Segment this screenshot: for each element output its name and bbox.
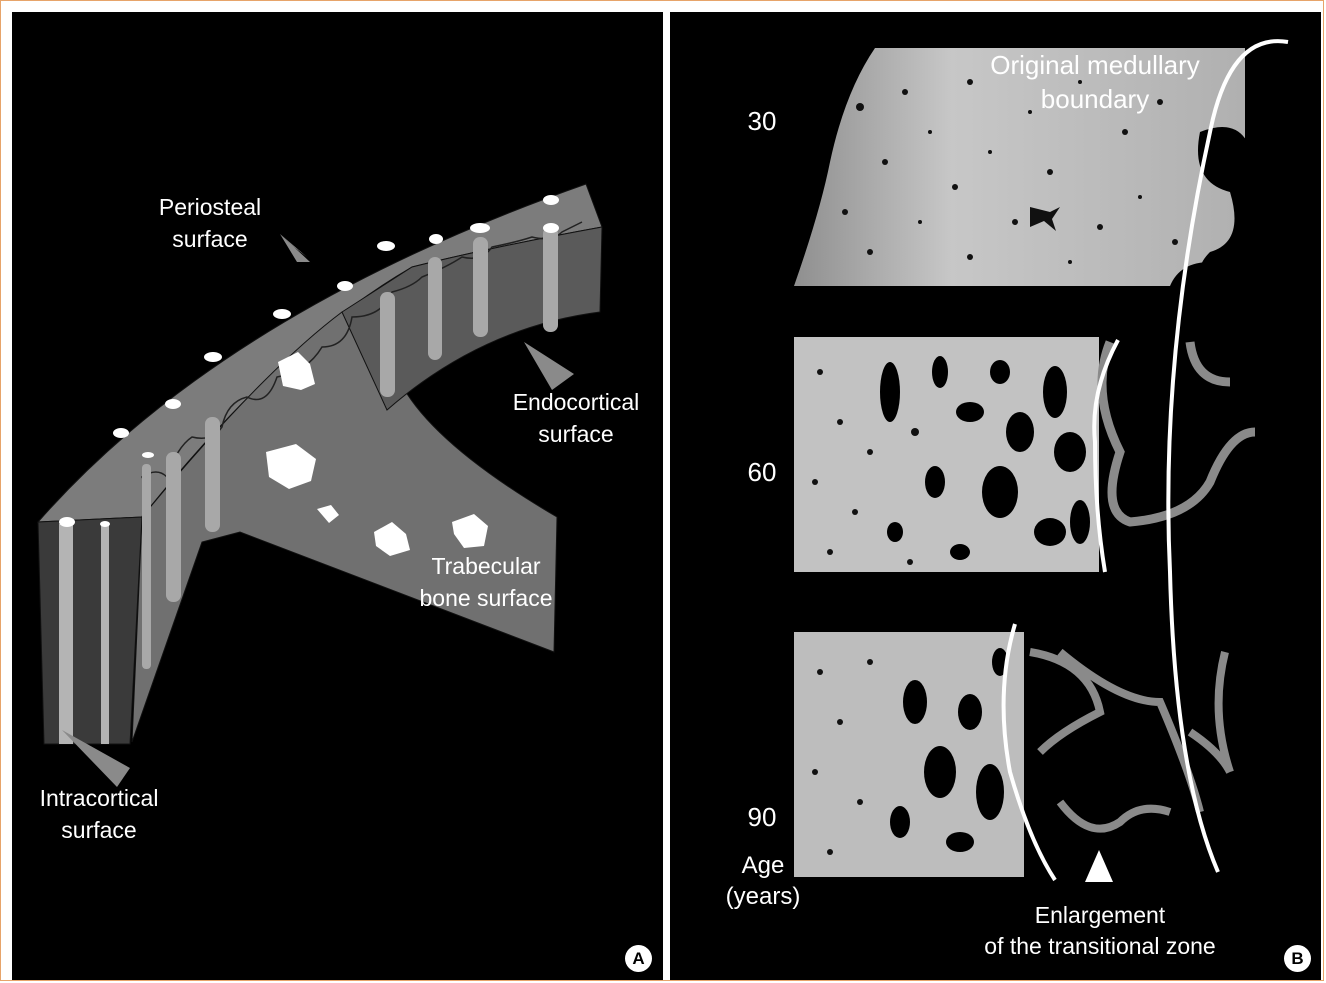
pore	[543, 223, 559, 233]
canal	[101, 524, 109, 744]
micrograph-stack	[670, 12, 1321, 980]
panel-b-micrographs: 30 60 90 Age (years) Original medullary …	[670, 12, 1321, 980]
transition-label-line1: Enlargement	[940, 900, 1260, 931]
panel-a-bone-schematic: Periosteal surface Endocortical surface …	[12, 12, 663, 980]
intracortical-label-line1: Intracortical	[24, 783, 174, 814]
endocortical-pointer	[524, 342, 574, 390]
pore	[59, 517, 75, 527]
canal	[142, 464, 151, 669]
intracortical-label-line2: surface	[24, 815, 174, 846]
canal	[543, 227, 558, 332]
canal	[166, 452, 181, 602]
endocortical-label-line1: Endocortical	[500, 387, 652, 418]
panel-b-badge: B	[1284, 945, 1311, 972]
pore	[165, 399, 181, 409]
pore	[142, 452, 154, 458]
canal	[473, 237, 488, 337]
micrograph-age-90	[794, 632, 1230, 877]
pore	[273, 309, 291, 319]
boundary-label-line1: Original medullary	[945, 50, 1245, 81]
pore	[377, 241, 395, 251]
age-label-60: 60	[732, 457, 792, 488]
trabecular-label-line1: Trabecular	[406, 551, 566, 582]
pore	[429, 234, 443, 244]
canal	[205, 417, 220, 532]
pore	[204, 352, 222, 362]
cortical-cut-face	[38, 517, 142, 744]
canal	[428, 257, 442, 360]
transition-label-line2: of the transitional zone	[940, 931, 1260, 962]
pore	[113, 428, 129, 438]
periosteal-label-line1: Periosteal	[136, 192, 284, 223]
age-label-30: 30	[732, 106, 792, 137]
canal	[59, 524, 73, 744]
micrograph-age-60	[794, 337, 1255, 572]
pore	[337, 281, 353, 291]
trabecular-label-line2: bone surface	[406, 583, 566, 614]
pore	[543, 195, 559, 205]
endocortical-label-line2: surface	[500, 419, 652, 450]
trabecular-surface-face	[132, 312, 557, 742]
boundary-label-line2: boundary	[945, 84, 1245, 115]
age-axis-label-line1: Age	[708, 850, 818, 881]
pore	[470, 223, 490, 233]
pore	[100, 521, 110, 527]
transition-arrowhead	[1085, 850, 1113, 882]
age-axis-label-line2: (years)	[708, 881, 818, 912]
canal	[380, 292, 395, 397]
periosteal-label-line2: surface	[136, 224, 284, 255]
age-label-90: 90	[732, 802, 792, 833]
panel-a-badge: A	[625, 945, 652, 972]
